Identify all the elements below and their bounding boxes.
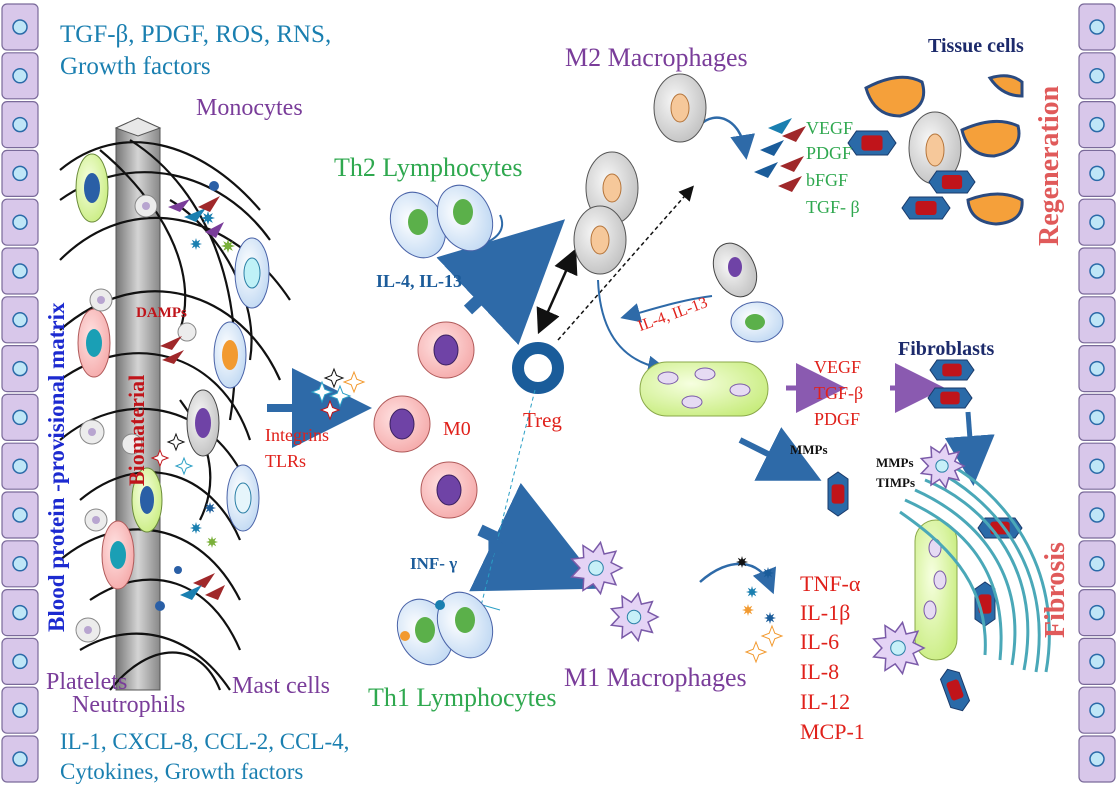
inf-gamma-label: INF- γ [410, 554, 458, 573]
collagen-fibres [899, 460, 1051, 673]
tissue-cells [864, 74, 1024, 226]
th1-label: Th1 Lymphocytes [368, 683, 557, 712]
m2-factor-bfgf: bFGF [806, 170, 849, 190]
m2-factor-pdgf: PDGF [806, 143, 853, 163]
m1-label: M1 Macrophages [564, 663, 747, 692]
il1-factors-line1: IL-1, CXCL-8, CCL-2, CCL-4, [60, 729, 350, 754]
th1-lymphocytes [396, 591, 494, 666]
m1-factor-il1b: IL-1β [800, 600, 851, 625]
m1-factor-il12: IL-12 [800, 689, 851, 714]
matrix-label: Blood protein -provisional matrix [44, 302, 69, 632]
biomaterial-label: Biomaterial [124, 374, 149, 486]
treg-cell [512, 342, 564, 394]
platelets-label: Platelets [46, 669, 128, 695]
il1-factors-line2: Cytokines, Growth factors [60, 759, 304, 784]
regeneration-label: Regeneration [1034, 85, 1065, 246]
m1-factor-il8: IL-8 [800, 659, 840, 684]
matrix-cells [75, 153, 270, 643]
fibroblast-hexagons [827, 130, 1023, 712]
fib-factor-tgfb: TGF-β [814, 383, 864, 403]
monocytes-label: Monocytes [196, 95, 303, 121]
m2-signals [754, 118, 806, 192]
il4-il13-left: IL-4, IL-13 [376, 271, 463, 291]
treg-label: Treg [523, 408, 562, 432]
m0-label: M0 [443, 418, 471, 440]
m1-macrophages [570, 442, 966, 676]
m2-label: M2 Macrophages [565, 43, 748, 72]
th2-lymphocytes [389, 184, 494, 259]
mast-cells-label: Mast cells [232, 673, 330, 699]
fib-factor-pdgf: PDGF [814, 409, 861, 429]
fibrosis-label: Fibrosis [1040, 542, 1071, 638]
tissue-cells-label: Tissue cells [928, 35, 1024, 57]
integrins-label: Integrins [265, 425, 329, 445]
fibroblasts-label: Fibroblasts [898, 338, 995, 360]
fibrin-network [59, 139, 291, 691]
matrix-signals [150, 196, 235, 600]
tgf-factors-line2: Growth factors [60, 53, 211, 80]
right-cell-border [1078, 3, 1116, 783]
timps-label: TIMPs [876, 475, 915, 490]
tlrs-label: TLRs [265, 451, 307, 471]
m2-macrophages [573, 73, 962, 275]
mmps-label: MMPs [790, 442, 828, 457]
m2-factor-vegf: VEGF [806, 118, 854, 138]
fib-factor-vegf: VEGF [814, 357, 862, 377]
m1-signals [736, 556, 784, 664]
m0-macrophages [373, 321, 478, 519]
tgf-factors-line1: TGF-β, PDGF, ROS, RNS, [60, 21, 332, 48]
m1-factor-mcp1: MCP-1 [800, 719, 865, 744]
m1-factor-il6: IL-6 [800, 629, 840, 654]
polarization-arrows [436, 116, 995, 611]
damps-label: DAMPs [136, 305, 187, 321]
m1-factor-tnfa: TNF-α [800, 571, 861, 596]
left-cell-border [1, 3, 39, 783]
th2-right [712, 242, 784, 343]
mmps2-label: MMPs [876, 455, 914, 470]
th2-label: Th2 Lymphocytes [334, 153, 523, 182]
m2-factor-tgfb: TGF- β [806, 197, 860, 217]
neutrophils-label: Neutrophils [72, 692, 186, 718]
large-fibroblast [639, 361, 958, 661]
